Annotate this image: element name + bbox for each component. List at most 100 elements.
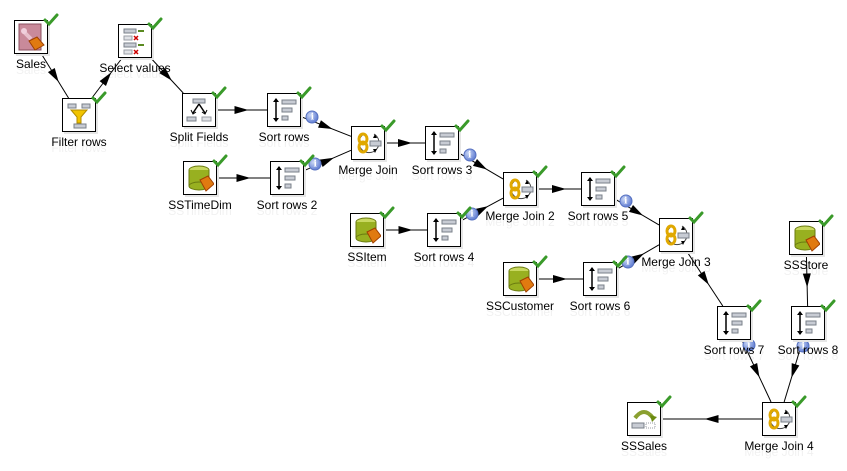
hop-arrowhead	[47, 67, 59, 82]
text-file-input-icon	[18, 23, 45, 51]
hop-arrowhead	[704, 415, 719, 423]
step-label: Sort rows 7	[703, 343, 765, 357]
hop-mj4-to-sssales[interactable]	[661, 415, 762, 423]
table-input-icon	[794, 225, 820, 252]
hop-split-to-sort1[interactable]	[216, 106, 267, 114]
table-input-icon	[188, 165, 214, 192]
sort-rows-icon	[797, 311, 821, 335]
step-sort7[interactable]	[717, 299, 762, 340]
split-fields-icon	[186, 98, 212, 122]
hop-select-to-split[interactable]	[150, 57, 184, 94]
table-input-icon	[508, 266, 534, 293]
hop-arrowhead	[697, 270, 709, 285]
step-ssstore[interactable]	[789, 214, 834, 255]
hop-arrowhead	[791, 363, 800, 378]
step-mj1[interactable]	[351, 119, 396, 160]
step-label: Sort rows 4	[413, 250, 475, 264]
step-sssales[interactable]	[627, 395, 672, 436]
check-icon	[379, 206, 395, 220]
check-icon	[688, 211, 704, 225]
sort-rows-icon	[589, 267, 613, 291]
step-sort8[interactable]	[791, 299, 836, 340]
step-sort1[interactable]	[267, 86, 312, 127]
step-split[interactable]	[182, 86, 227, 127]
hop-arrowhead	[553, 275, 567, 283]
check-icon	[299, 154, 315, 168]
merge-join-icon	[665, 224, 690, 246]
select-values-icon	[123, 28, 144, 55]
sort-rows-icon	[273, 98, 297, 122]
table-input-icon	[355, 217, 381, 244]
step-mj2[interactable]	[503, 165, 548, 206]
hop-arrowhead	[802, 273, 811, 288]
step-sstimedim[interactable]	[183, 154, 228, 195]
step-label: SSItem	[347, 250, 387, 264]
hop-sscustomer-to-sort6[interactable]	[537, 275, 583, 283]
hop-arrowhead	[318, 120, 333, 130]
info-icon[interactable]: i	[305, 110, 319, 124]
step-label: Merge Join	[338, 163, 398, 177]
check-icon	[532, 255, 548, 269]
check-icon	[746, 299, 762, 313]
hop-mj2-to-sort5[interactable]	[537, 185, 581, 193]
check-icon	[454, 119, 470, 133]
check-icon	[610, 165, 626, 179]
hop-mj1-to-sort3[interactable]	[385, 139, 425, 147]
hop-mj3-to-sort7[interactable]	[686, 251, 724, 307]
hop-arrowhead	[234, 106, 249, 114]
check-icon	[612, 255, 628, 269]
hop-arrowhead	[552, 185, 566, 193]
step-label: Sort rows 3	[411, 163, 473, 177]
step-label: Filter rows	[51, 135, 107, 149]
info-icon[interactable]: i	[463, 148, 477, 162]
step-sort2[interactable]	[270, 154, 315, 195]
check-icon	[147, 17, 163, 31]
info-icon[interactable]: i	[308, 157, 322, 171]
step-sort5[interactable]	[581, 165, 626, 206]
step-mj3[interactable]	[659, 211, 704, 252]
step-sort4[interactable]	[427, 206, 472, 247]
merge-join-icon	[509, 178, 534, 200]
step-label: Sort rows 2	[256, 198, 318, 212]
step-ssitem[interactable]	[350, 206, 395, 247]
check-icon	[211, 86, 227, 100]
check-icon	[532, 165, 548, 179]
step-label: Sort rows 8	[777, 343, 839, 357]
sort-rows-icon	[433, 218, 457, 242]
step-select[interactable]	[118, 17, 163, 58]
step-label: Select values	[99, 61, 171, 75]
step-label: Sort rows 5	[567, 209, 629, 223]
hop-arrowhead	[749, 362, 760, 378]
step-label: Sales	[15, 57, 47, 71]
hop-filter-to-select[interactable]	[91, 57, 123, 99]
hop-sstimedim-to-sort2[interactable]	[217, 174, 270, 182]
hop-ssitem-to-sort4[interactable]	[384, 226, 427, 234]
step-sort3[interactable]	[425, 119, 470, 160]
step-label: Sort rows 6	[569, 299, 631, 313]
step-label: Merge Join 4	[744, 439, 814, 453]
step-label: SSStore	[783, 258, 829, 272]
step-sales[interactable]	[14, 13, 59, 54]
step-label: SSTimeDim	[168, 198, 232, 212]
step-label: Merge Join 3	[641, 255, 711, 269]
sort-rows-icon	[723, 311, 747, 335]
step-mj4[interactable]	[762, 395, 807, 436]
check-icon	[791, 395, 807, 409]
merge-join-icon	[357, 132, 382, 154]
sort-rows-icon	[587, 177, 611, 201]
hop-arrowhead	[236, 174, 251, 182]
step-filter[interactable]	[62, 91, 107, 132]
filter-icon	[67, 103, 91, 129]
hop-ssstore-to-sort8[interactable]	[802, 254, 811, 307]
hop-arrowhead	[472, 158, 488, 170]
step-sscustomer[interactable]	[503, 255, 548, 296]
info-icon[interactable]: i	[619, 194, 633, 208]
hop-sales-to-filter[interactable]	[41, 53, 69, 99]
step-label: Merge Join 2	[485, 209, 555, 223]
step-label: Sort rows	[258, 130, 310, 144]
merge-join-icon	[768, 408, 793, 430]
sort-rows-icon	[431, 131, 455, 155]
step-label: SSSales	[620, 439, 668, 453]
step-sort6[interactable]	[583, 255, 628, 296]
